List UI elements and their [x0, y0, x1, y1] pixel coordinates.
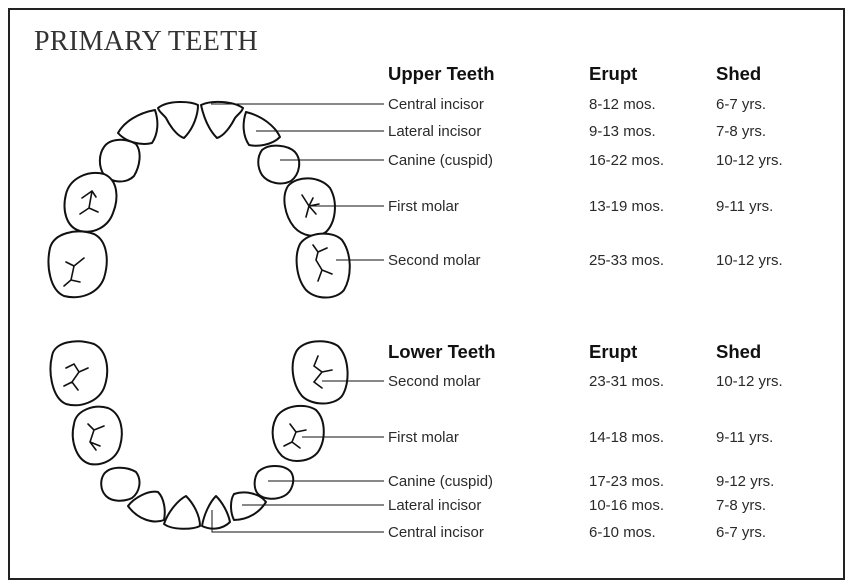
- lower-row-erupt: 23-31 mos.: [589, 373, 664, 390]
- upper-row-erupt: 13-19 mos.: [589, 198, 664, 215]
- lower-right-second-molar: [293, 341, 348, 403]
- lower-right-canine: [255, 466, 294, 499]
- upper-row-erupt: 8-12 mos.: [589, 96, 656, 113]
- lower-row-erupt: 14-18 mos.: [589, 429, 664, 446]
- upper-row-shed: 9-11 yrs.: [716, 198, 773, 215]
- upper-row-name: Second molar: [388, 252, 481, 269]
- upper-row-erupt: 16-22 mos.: [589, 152, 664, 169]
- lower-row-erupt: 10-16 mos.: [589, 497, 664, 514]
- lower-erupt-header: Erupt: [589, 341, 637, 363]
- lower-row-shed: 9-12 yrs.: [716, 473, 774, 490]
- upper-row-shed: 10-12 yrs.: [716, 152, 783, 169]
- upper-right-second-molar: [297, 234, 350, 298]
- upper-row-name: Canine (cuspid): [388, 152, 493, 169]
- upper-right-central-incisor: [201, 102, 243, 138]
- lower-shed-header: Shed: [716, 341, 761, 363]
- upper-row-erupt: 25-33 mos.: [589, 252, 664, 269]
- lower-row-shed: 9-11 yrs.: [716, 429, 773, 446]
- lower-row-name: First molar: [388, 429, 459, 446]
- lower-row-name: Canine (cuspid): [388, 473, 493, 490]
- upper-row-name: Central incisor: [388, 96, 484, 113]
- upper-row-name: First molar: [388, 198, 459, 215]
- lower-row-name: Lateral incisor: [388, 497, 481, 514]
- upper-row-shed: 7-8 yrs.: [716, 123, 766, 140]
- lower-row-shed: 7-8 yrs.: [716, 497, 766, 514]
- upper-left-second-molar: [49, 232, 107, 298]
- lower-teeth-header: Lower Teeth: [388, 341, 496, 363]
- upper-row-shed: 10-12 yrs.: [716, 252, 783, 269]
- lower-row-erupt: 17-23 mos.: [589, 473, 664, 490]
- upper-left-central-incisor: [158, 102, 198, 138]
- upper-teeth-header: Upper Teeth: [388, 63, 495, 85]
- upper-row-name: Lateral incisor: [388, 123, 481, 140]
- upper-shed-header: Shed: [716, 63, 761, 85]
- lower-right-central-incisor: [202, 496, 230, 529]
- lower-left-first-molar: [73, 407, 122, 465]
- lower-right-lateral-incisor: [231, 492, 266, 520]
- upper-row-erupt: 9-13 mos.: [589, 123, 656, 140]
- lower-row-name: Second molar: [388, 373, 481, 390]
- lower-row-shed: 6-7 yrs.: [716, 524, 766, 541]
- lower-row-name: Central incisor: [388, 524, 484, 541]
- upper-erupt-header: Erupt: [589, 63, 637, 85]
- lower-arch: [51, 341, 348, 529]
- lower-row-erupt: 6-10 mos.: [589, 524, 656, 541]
- upper-row-shed: 6-7 yrs.: [716, 96, 766, 113]
- upper-left-lateral-incisor: [118, 110, 157, 144]
- lower-row-shed: 10-12 yrs.: [716, 373, 783, 390]
- lower-right-first-molar: [273, 406, 324, 461]
- lower-left-canine: [101, 468, 139, 501]
- upper-right-canine: [258, 146, 299, 184]
- upper-right-lateral-incisor: [244, 112, 280, 146]
- lower-left-central-incisor: [164, 496, 200, 529]
